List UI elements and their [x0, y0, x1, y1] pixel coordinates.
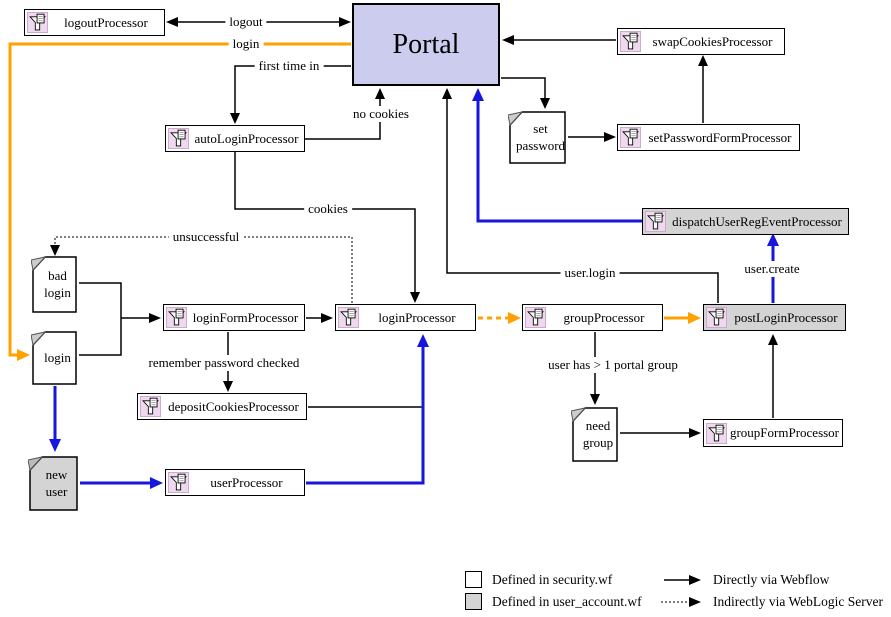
edge-label-portal-group: user has > 1 portal group: [544, 357, 682, 373]
node-label: loginProcessor: [378, 309, 456, 325]
edge-user-processor-to-login-processor: [306, 334, 429, 485]
edge-unsuccessful: [50, 236, 353, 303]
node-dispatch-user-reg-event-processor: dispatchUserRegEventProcessor: [642, 208, 849, 235]
doc-label: new user: [45, 467, 68, 499]
node-label: depositCookiesProcessor: [168, 398, 299, 414]
node-label: autoLoginProcessor: [194, 130, 299, 146]
edge-label-cookies: cookies: [304, 201, 352, 217]
processor-funnel-icon: [338, 307, 359, 328]
processor-funnel-icon: [168, 472, 189, 493]
legend-swatch-security: [465, 571, 482, 588]
node-label: postLoginProcessor: [734, 309, 838, 325]
node-label: setPasswordFormProcessor: [648, 129, 792, 145]
node-swap-cookies-processor: swapCookiesProcessor: [617, 28, 785, 55]
node-label: logoutProcessor: [64, 14, 148, 30]
node-post-login-processor: postLoginProcessor: [703, 304, 846, 331]
processor-funnel-icon: [706, 423, 727, 444]
document-icon: [28, 456, 78, 511]
doc-new-user: new user: [28, 455, 79, 512]
processor-funnel-icon: [706, 307, 727, 328]
doc-label: bad login: [44, 268, 71, 300]
node-login-form-processor: loginFormProcessor: [163, 304, 305, 331]
legend-indirect-arrow: [661, 597, 701, 607]
doc-need-group: need group: [571, 406, 619, 463]
doc-set-password: set password: [508, 110, 567, 165]
legend-label-indirect: Indirectly via WebLogic Server: [713, 594, 883, 609]
node-label: groupFormProcessor: [729, 425, 840, 440]
edge-label-user-create: user.create: [740, 261, 804, 277]
processor-funnel-icon: [620, 127, 641, 148]
edge-cookies: [234, 152, 420, 303]
edge-form-to-swap: [698, 55, 708, 123]
node-group-processor: groupProcessor: [522, 304, 663, 331]
node-label: dispatchUserRegEventProcessor: [672, 213, 842, 229]
edge-swap-to-portal: [502, 35, 616, 45]
doc-label: login: [44, 349, 71, 365]
node-group-form-processor: groupFormProcessor: [703, 419, 843, 447]
node-label: swapCookiesProcessor: [652, 33, 773, 49]
edge-dispatch-to-portal: [472, 88, 642, 223]
edge-group-form-to-post-login: [768, 334, 778, 418]
processor-funnel-icon: [166, 307, 187, 328]
edge-set-password-to-form: [568, 132, 616, 142]
processor-funnel-icon: [27, 12, 48, 33]
document-icon: [31, 256, 77, 313]
edge-login-orange: [8, 42, 351, 361]
edge-label-user-login: user.login: [560, 265, 620, 281]
processor-funnel-icon: [140, 396, 161, 417]
edge-docs-to-login-form: [79, 282, 161, 356]
node-label: userProcessor: [210, 474, 283, 490]
edge-first-time-in: [230, 65, 351, 124]
edge-label-unsuccessful: unsuccessful: [168, 229, 244, 245]
legend-label-direct: Directly via Webflow: [713, 572, 830, 587]
edge-label-remember-password: remember password checked: [144, 355, 304, 371]
edge-need-group-to-form: [620, 428, 701, 438]
processor-funnel-icon: [620, 31, 641, 52]
legend-swatch-user-account: [465, 593, 482, 610]
legend-label-security: Defined in security.wf: [492, 572, 613, 587]
processor-funnel-icon: [525, 307, 546, 328]
edge-login-processor-to-group: [478, 312, 521, 324]
node-login-processor: loginProcessor: [335, 304, 476, 331]
document-icon: [508, 111, 566, 164]
node-logout-processor: logoutProcessor: [24, 9, 165, 36]
processor-funnel-icon: [645, 211, 666, 232]
legend-label-user-account: Defined in user_account.wf: [492, 594, 642, 609]
edge-portal-to-set-password: [501, 77, 550, 109]
doc-label: set password: [515, 121, 566, 153]
legend-direct-arrow: [664, 575, 701, 585]
doc-login: login: [31, 330, 78, 386]
node-label: loginFormProcessor: [192, 309, 299, 325]
processor-funnel-icon: [168, 128, 189, 149]
edge-label-login: login: [228, 36, 264, 52]
edge-group-to-post-login: [664, 312, 701, 324]
document-icon: [31, 331, 77, 385]
edge-login-to-new-user: [49, 386, 61, 452]
edge-label-no-cookies: no cookies: [349, 106, 413, 122]
doc-label: need group: [582, 418, 614, 450]
node-set-password-form-processor: setPasswordFormProcessor: [617, 124, 800, 151]
node-user-processor: userProcessor: [165, 469, 305, 496]
edge-label-logout: logout: [225, 14, 267, 30]
edge-label-first-time-in: first time in: [254, 58, 324, 74]
node-auto-login-processor: autoLoginProcessor: [165, 125, 305, 152]
edge-login-form-to-login: [306, 313, 333, 323]
node-label: groupProcessor: [563, 309, 645, 325]
doc-bad-login: bad login: [31, 255, 78, 314]
document-icon: [571, 407, 618, 462]
portal-node: Portal: [352, 3, 500, 86]
node-deposit-cookies-processor: depositCookiesProcessor: [137, 393, 307, 420]
edge-new-user-to-user-processor: [80, 477, 163, 489]
